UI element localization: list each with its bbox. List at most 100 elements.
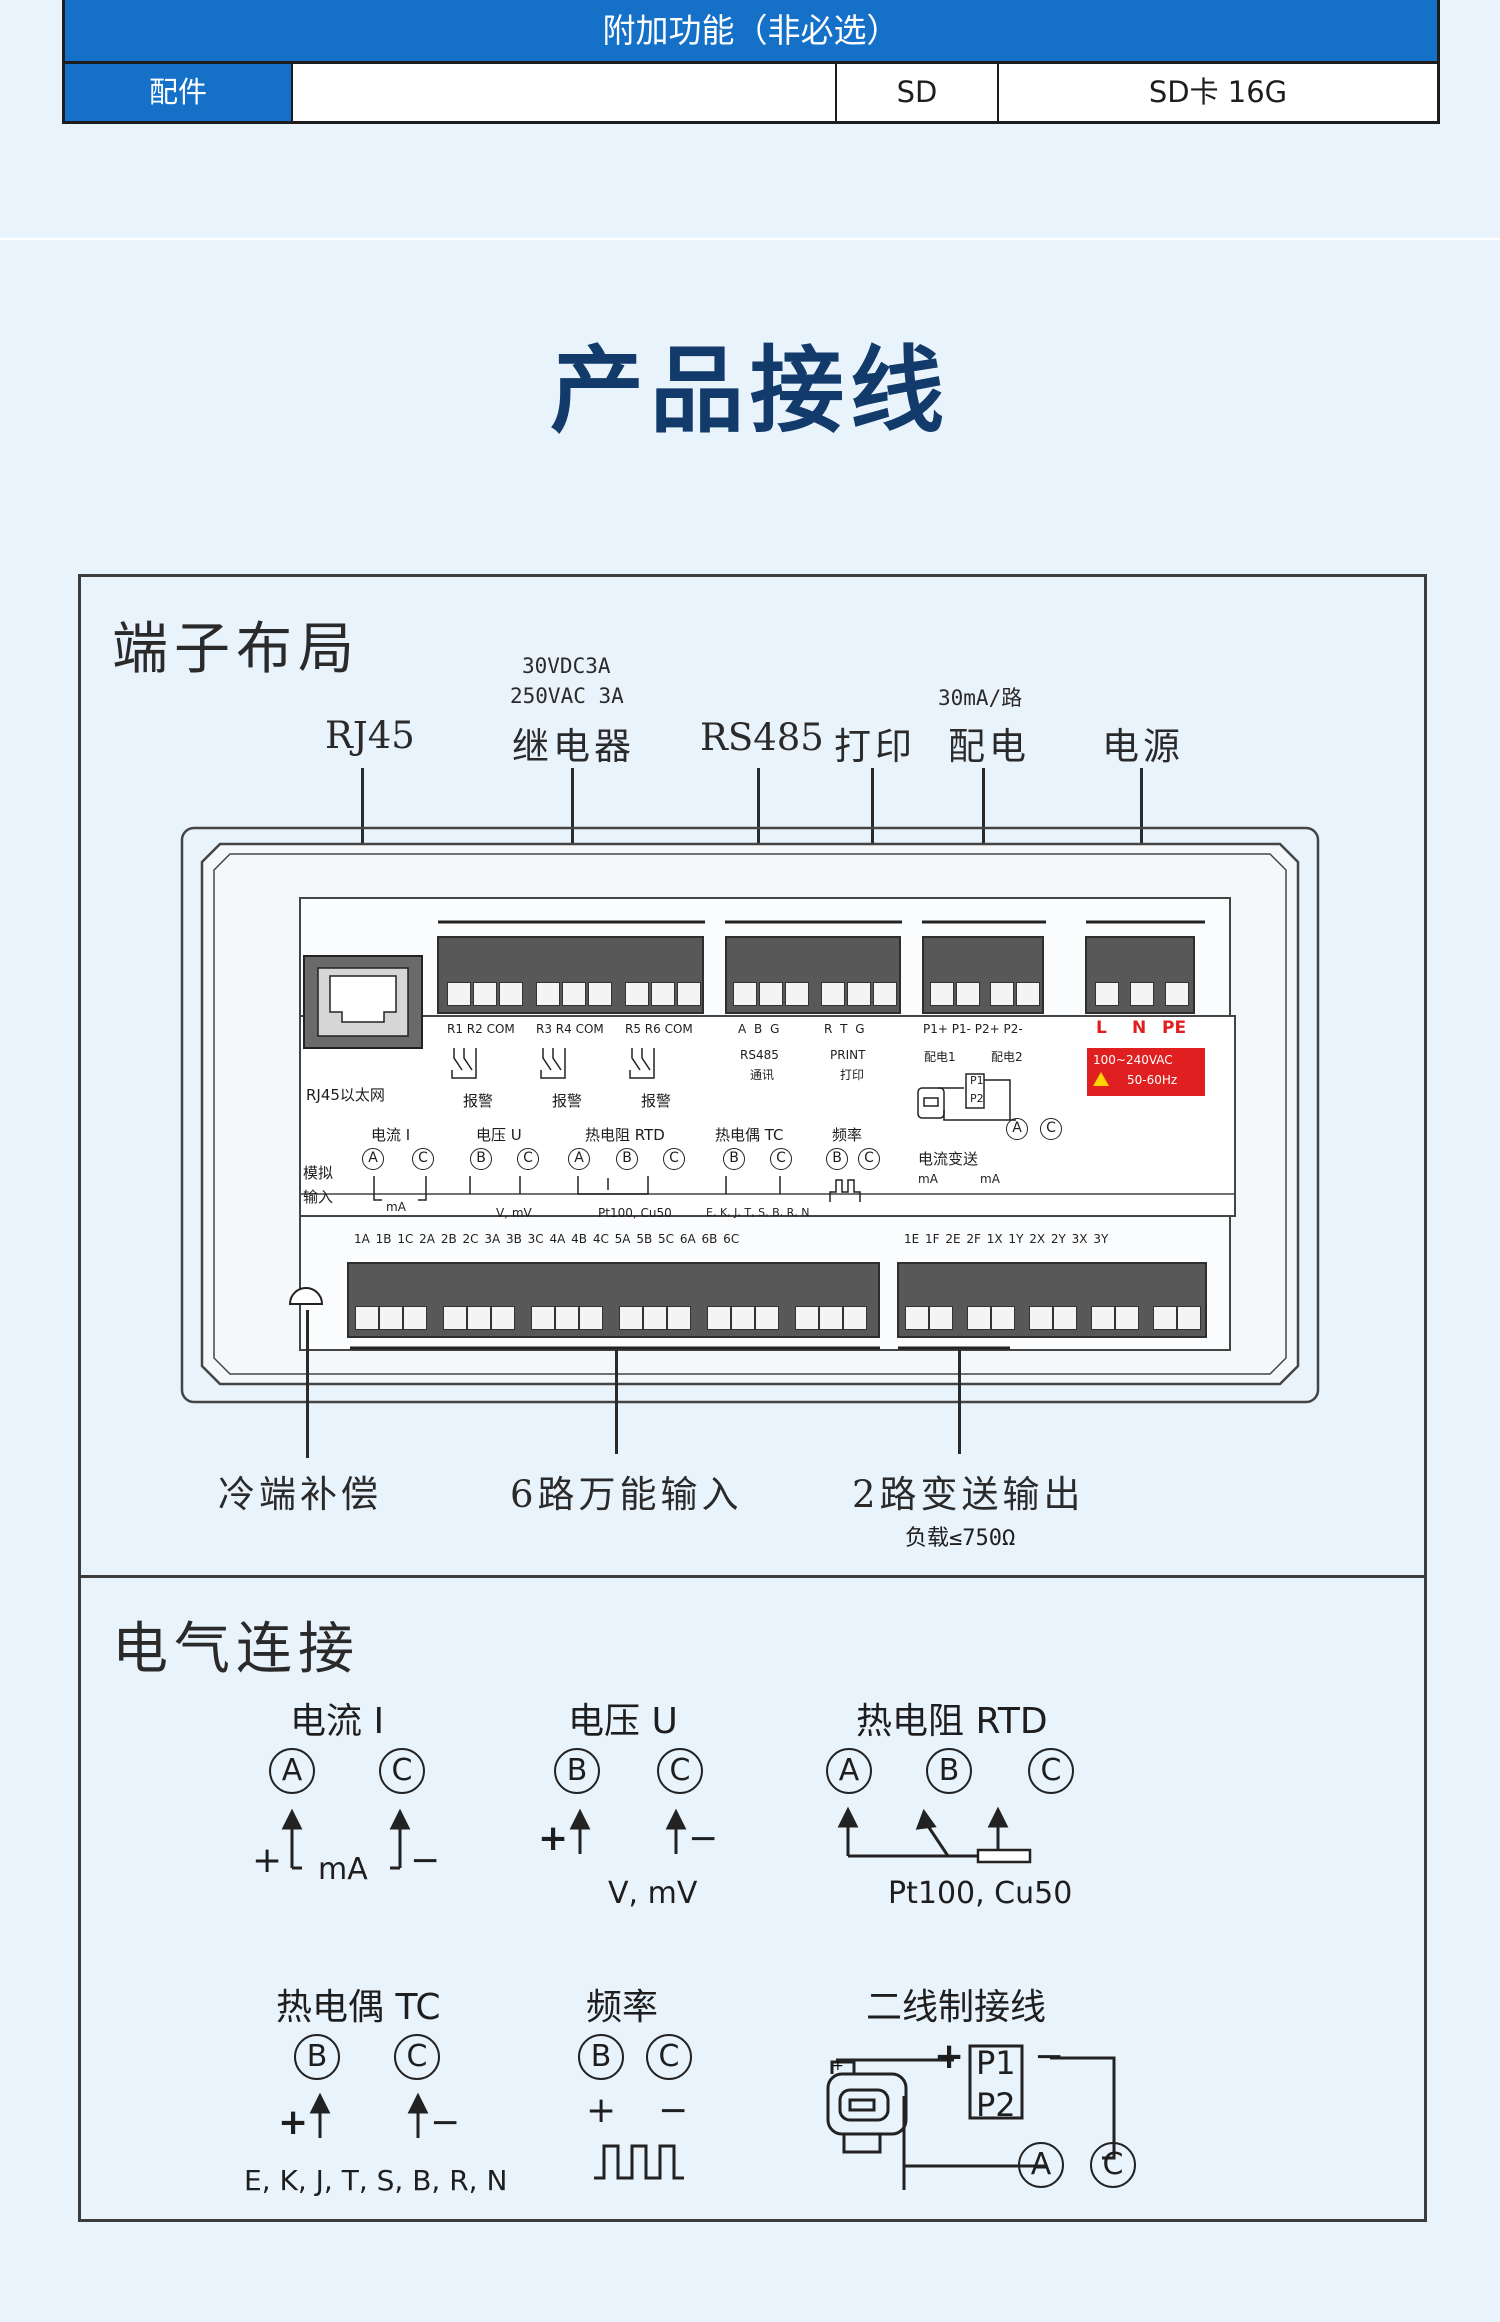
label-print: 打印: [834, 725, 916, 768]
elec-tc-minus: −: [430, 2102, 461, 2143]
elec-tc-plus: +: [278, 2102, 309, 2143]
elec-freq-c: C: [646, 2034, 692, 2080]
elec-freq-b: B: [578, 2034, 624, 2080]
pulse-waveform: [594, 2144, 684, 2180]
panel-rtd: 热电阻 RTD: [585, 1126, 665, 1144]
panel-circle-c1: C: [412, 1148, 434, 1170]
elec-twowire-p1: P1: [976, 2044, 1016, 2082]
elec-twowire-c: C: [1090, 2142, 1136, 2188]
elec-rtd-c: C: [1028, 1748, 1074, 1794]
panel-analog-arrows: [373, 1176, 861, 1202]
elec-voltage-b: B: [554, 1748, 600, 1794]
elec-voltage-unit: V, mV: [608, 1876, 698, 1911]
power-rating-1: 100~240VAC: [1093, 1053, 1173, 1067]
elec-freq-minus: −: [658, 2090, 689, 2131]
elec-twowire-title: 二线制接线: [866, 1987, 1047, 2028]
warning-icon: [1093, 1072, 1109, 1086]
elec-twowire-minus: −: [1034, 2036, 1065, 2077]
elec-rtd-a: A: [826, 1748, 872, 1794]
panel-circle-c2: C: [517, 1148, 539, 1170]
elec-voltage-c: C: [657, 1748, 703, 1794]
elec-current-a: A: [269, 1748, 315, 1794]
panel-circle-b3: B: [616, 1148, 638, 1170]
mini-circle-c: C: [1040, 1118, 1062, 1140]
relay-term-2: R3 R4 COM: [536, 1022, 604, 1036]
panel-circle-c4: C: [770, 1148, 792, 1170]
alarm-2: 报警: [552, 1092, 583, 1110]
panel-circle-c3: C: [663, 1148, 685, 1170]
spec-table-row: 配件 SD SD卡 16G: [65, 61, 1437, 121]
panel-circle-b5: B: [826, 1148, 848, 1170]
dist-pins: P1+ P1- P2+ P2-: [923, 1022, 1023, 1036]
panel-ma-2: mA: [980, 1172, 1000, 1186]
elec-tc-wiring: [309, 2092, 429, 2138]
elec-freq-title: 频率: [586, 1987, 659, 2028]
label-power-dist: 配电: [948, 725, 1030, 768]
panel-freq: 频率: [832, 1126, 863, 1144]
terminal-layout-title: 端子布局: [112, 617, 360, 682]
terminal-power: [1085, 936, 1195, 1014]
mini-circle-a: A: [1006, 1118, 1028, 1140]
label-relay: 继电器: [512, 725, 635, 768]
panel-circle-a1: A: [362, 1148, 384, 1170]
panel-circle-c5: C: [858, 1148, 880, 1170]
label-load: 负载≤750Ω: [905, 1526, 1016, 1551]
rj45-caption: RJ45以太网: [306, 1086, 385, 1104]
label-universal-input: 6路万能输入: [510, 1473, 743, 1516]
spec-label-cell: 配件: [65, 64, 291, 121]
rs485-pins: A B G: [738, 1022, 782, 1036]
elec-twowire-a: A: [1018, 2142, 1064, 2188]
panel-current-tx: 电流变送: [918, 1150, 979, 1168]
elec-current-unit: mA: [318, 1852, 368, 1887]
frame-divider: [78, 1575, 1427, 1578]
elec-voltage-title: 电压 U: [568, 1701, 678, 1742]
relay-term-1: R1 R2 COM: [447, 1022, 515, 1036]
relay-contacts: [451, 1048, 655, 1079]
label-relay-spec-2: 250VAC 3A: [510, 684, 624, 708]
elec-twowire-wiring: +: [826, 2044, 1116, 2190]
analog-input-1: 模拟: [303, 1164, 334, 1182]
elec-rtd-title: 热电阻 RTD: [856, 1701, 1048, 1742]
elec-voltage-plus: +: [538, 1818, 569, 1859]
section-separator: [0, 238, 1500, 240]
leader-transmit-output: [958, 1350, 961, 1454]
elec-rtd-wiring: [837, 1806, 1032, 1864]
elec-current-wiring: [281, 1808, 411, 1870]
label-relay-spec-1: 30VDC3A: [522, 654, 611, 678]
power-pin-l: L: [1096, 1018, 1107, 1038]
panel-tc: 热电偶 TC: [715, 1126, 784, 1144]
panel-ma: mA: [386, 1200, 406, 1214]
bottom-pin-labels: 1A 1B 1C 2A 2B 2C 3A 3B 3C 4A 4B 4C 5A 5…: [354, 1232, 740, 1246]
two-wire-mini: [917, 1073, 1016, 1121]
power-pin-n: N: [1132, 1018, 1147, 1038]
label-cold-junction: 冷端补偿: [218, 1473, 382, 1516]
mini-p2: P2: [970, 1092, 984, 1105]
mini-p1: P1: [970, 1074, 984, 1087]
label-rs485: RS485: [700, 716, 824, 759]
elec-voltage-minus: −: [688, 1818, 719, 1859]
spec-table: 附加功能（非必选） 配件 SD SD卡 16G: [62, 0, 1440, 124]
print-pins: R T G: [824, 1022, 867, 1036]
terminal-transmit-output: [897, 1262, 1207, 1338]
analog-input-2: 输入: [303, 1188, 334, 1206]
elec-current-title: 电流 I: [290, 1701, 385, 1742]
elec-twowire-plus: +: [934, 2036, 965, 2077]
alarm-3: 报警: [641, 1092, 672, 1110]
dist-2: 配电2: [991, 1050, 1023, 1064]
print-caption-2: 打印: [840, 1068, 865, 1082]
relay-term-3: R5 R6 COM: [625, 1022, 693, 1036]
elec-tc-c: C: [394, 2034, 440, 2080]
panel-voltage: 电压 U: [476, 1126, 522, 1144]
elec-current-c: C: [379, 1748, 425, 1794]
panel-tc-types: E, K, J, T, S, B, R, N: [706, 1206, 810, 1219]
panel-ma-1: mA: [918, 1172, 938, 1186]
elec-rtd-b: B: [926, 1748, 972, 1794]
svg-text:+: +: [832, 2058, 844, 2074]
section-title: 产品接线: [549, 337, 950, 446]
label-power-dist-spec: 30mA/路: [938, 686, 1023, 710]
alarm-1: 报警: [463, 1092, 494, 1110]
print-caption-1: PRINT: [830, 1048, 866, 1062]
leader-cold-junction: [306, 1310, 309, 1458]
terminal-universal-input: [347, 1262, 880, 1338]
elec-tc-unit: E, K, J, T, S, B, R, N: [244, 2164, 508, 2197]
